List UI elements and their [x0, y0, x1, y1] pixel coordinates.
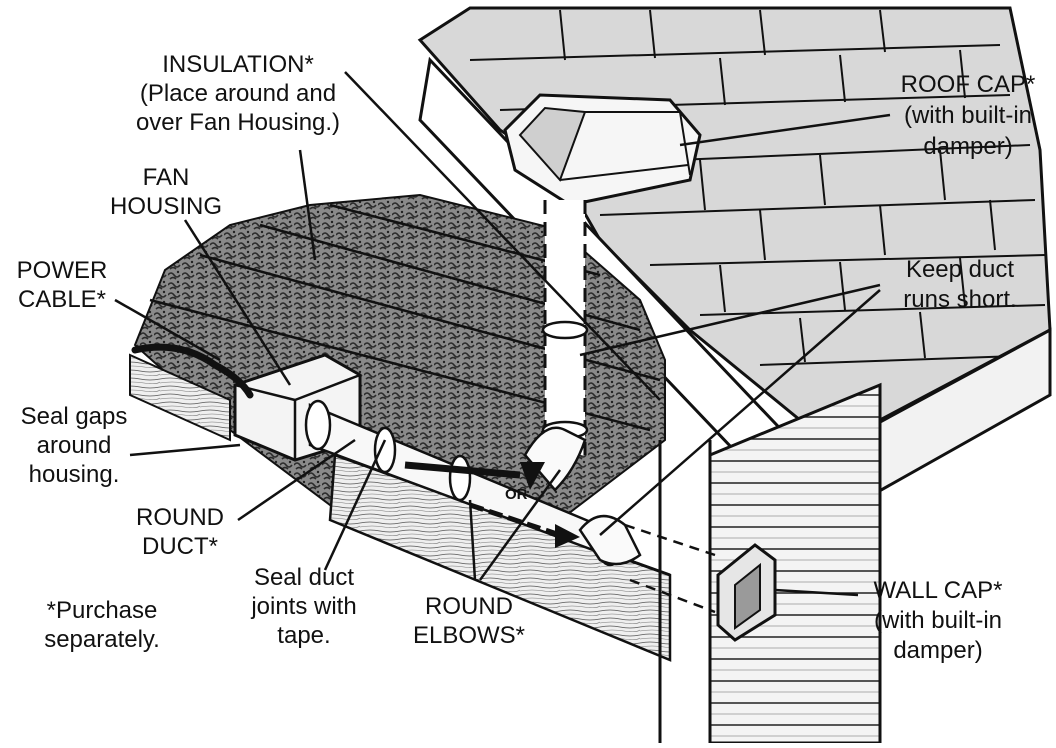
power-cable-line-2: CABLE*: [18, 286, 106, 313]
seal-gaps-line-3: housing.: [29, 461, 120, 488]
round-elbows-line-1: ROUND: [425, 593, 513, 620]
label-wall-cap: WALL CAP* (with built-in damper): [874, 577, 1003, 664]
wall-cap-line-3: damper): [893, 637, 982, 664]
seal-joints-line-1: Seal duct: [254, 564, 354, 591]
seal-gaps-leader: [129, 443, 241, 457]
wall-cap-line-2: (with built-in: [874, 607, 1002, 634]
keep-short-line-2: runs short.: [903, 286, 1016, 313]
or-label: OR: [505, 486, 528, 503]
keep-short-line-1: Keep duct: [906, 256, 1014, 283]
seal-joints-line-3: tape.: [277, 622, 330, 649]
roof-cap-line-2: (with built-in: [904, 102, 1032, 129]
power-cable-leader: [114, 298, 221, 362]
insulation-leader: [344, 71, 661, 401]
wall-routing-lines: [624, 523, 716, 614]
elbows-leader-2: [478, 469, 562, 581]
label-round-elbows: ROUND ELBOWS*: [413, 593, 525, 649]
label-insulation: INSULATION* (Place around and over Fan H…: [136, 51, 340, 136]
keep-short-leader-2: [599, 289, 881, 536]
power-cable-line-1: POWER: [17, 257, 108, 284]
fan-housing-line-1: FAN: [143, 164, 190, 191]
elbows-leader-1: [468, 499, 477, 581]
seal-gaps-line-1: Seal gaps: [21, 403, 128, 430]
wall-cap: [716, 543, 777, 642]
round-duct-line-2: DUCT*: [142, 533, 218, 560]
seal-joints-line-2: joints with: [250, 593, 356, 620]
fan-housing-line-2: HOUSING: [110, 193, 222, 220]
label-purchase-note: *Purchase separately.: [44, 597, 160, 653]
label-fan-housing: FAN HOUSING: [110, 164, 222, 220]
label-power-cable: POWER CABLE*: [17, 257, 108, 313]
label-roof-cap: ROOF CAP* (with built-in damper): [901, 71, 1036, 160]
wall-cap-line-1: WALL CAP*: [874, 577, 1003, 604]
power-cable: [131, 343, 254, 399]
seal-joints-leader: [323, 439, 387, 571]
insulation-line-3: over Fan Housing.): [136, 109, 340, 136]
round-duct: [304, 399, 624, 567]
label-seal-gaps: Seal gaps around housing.: [21, 403, 128, 488]
keep-short-leader-1: [579, 283, 881, 357]
round-duct-leader: [237, 438, 356, 522]
vertical-duct: [541, 200, 589, 455]
round-duct-line-1: ROUND: [136, 504, 224, 531]
label-seal-joints: Seal duct joints with tape.: [250, 564, 356, 649]
label-keep-short: Keep duct runs short.: [903, 256, 1016, 313]
purchase-note-line-1: *Purchase: [47, 597, 158, 624]
roof-cap-line-3: damper): [923, 133, 1012, 160]
seal-gaps-line-2: around: [37, 432, 112, 459]
roof-cap-leader: [679, 113, 891, 147]
roof-cap: [503, 93, 702, 207]
exterior-wall: [658, 382, 882, 745]
purchase-note-line-2: separately.: [44, 626, 160, 653]
round-elbows: [523, 426, 642, 566]
label-round-duct: ROUND DUCT*: [136, 504, 224, 560]
round-elbows-line-2: ELBOWS*: [413, 622, 525, 649]
leader-lines: [114, 71, 891, 597]
wall-cap-leader: [774, 588, 859, 597]
insulation-line-2: (Place around and: [140, 80, 336, 107]
fan-housing-leader: [183, 219, 292, 386]
airflow-arrows: OR: [404, 461, 580, 548]
insulation-leader-2: [298, 149, 317, 261]
insulation-line-1: INSULATION*: [162, 51, 314, 78]
roof-cap-line-1: ROOF CAP*: [901, 71, 1036, 98]
